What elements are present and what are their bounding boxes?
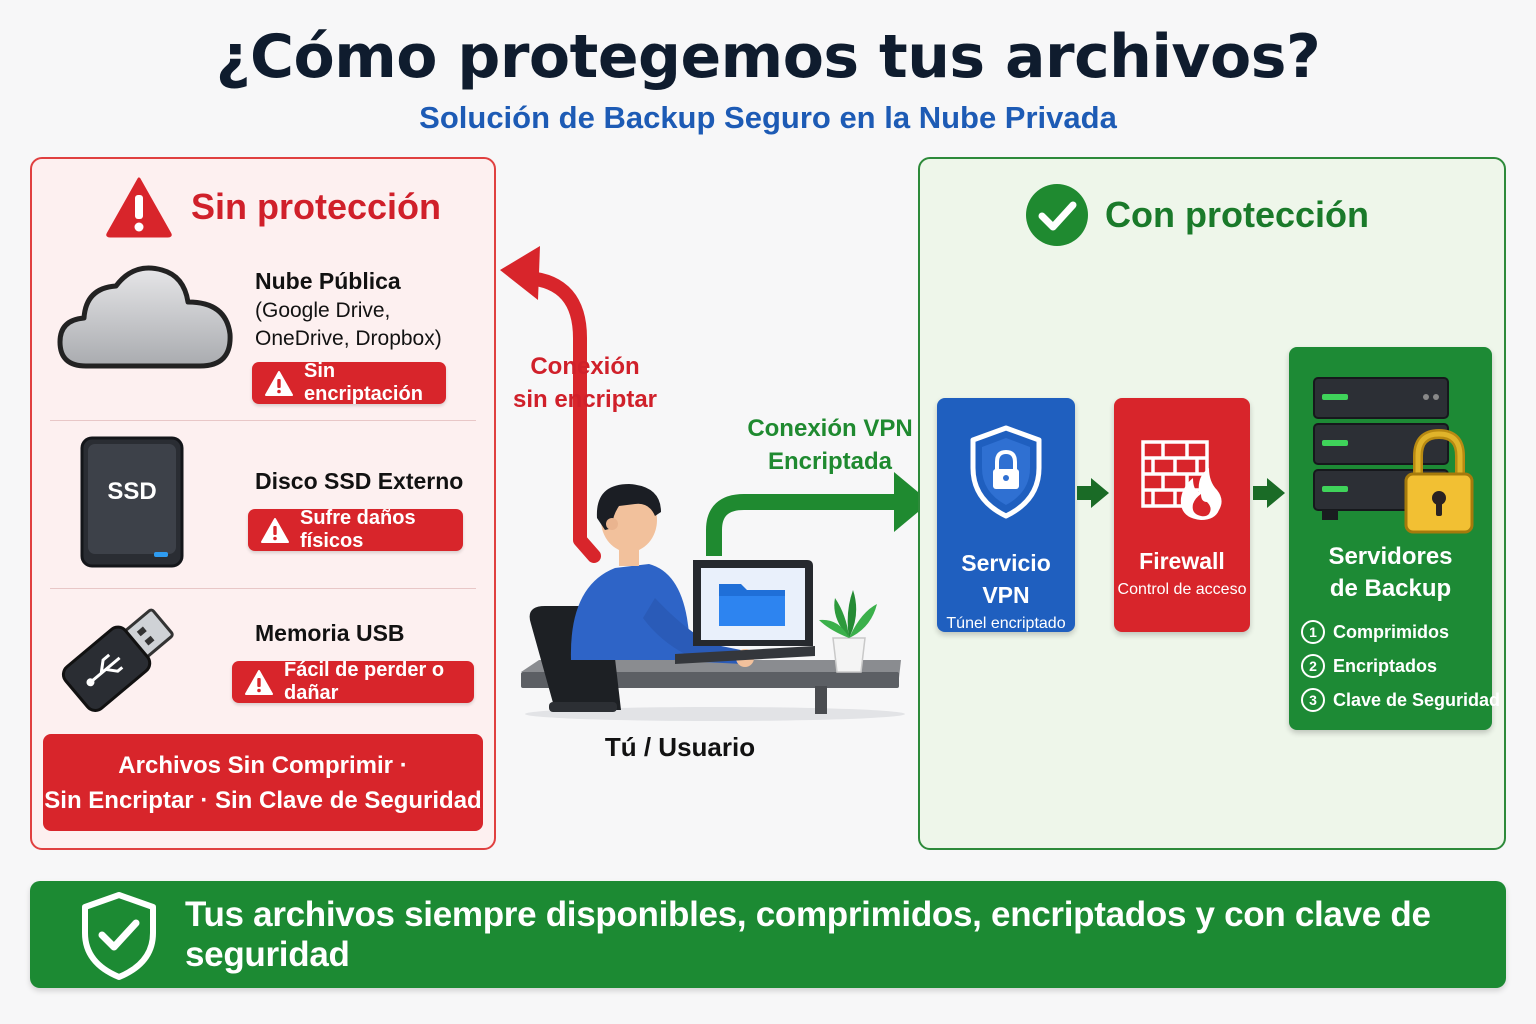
warning-icon (261, 517, 289, 543)
page-title: ¿Cómo protegemos tus archivos? (215, 22, 1321, 92)
red-arrowhead (500, 246, 540, 300)
vpn-service-card: Servicio VPN Túnel encriptado (937, 398, 1075, 632)
green-arrowhead (894, 472, 930, 532)
firewall-card: Firewall Control de acceso (1114, 398, 1250, 632)
firewall-icon (1141, 440, 1222, 520)
vpn-connection-label: Conexión VPN Encriptada (740, 412, 920, 478)
flow-arrow-icon (1077, 478, 1109, 508)
card-title: Firewall (1139, 548, 1225, 574)
unprotected-heading-label: Sin protección (191, 186, 442, 227)
padlock-icon (1404, 428, 1474, 534)
warning-badge: Sufre daños físicos (248, 507, 463, 552)
ssd-label: SSD (107, 478, 157, 505)
item-title-usb: Memoria USB (255, 620, 405, 646)
warning-icon (265, 370, 293, 396)
item-title-public-cloud: Nube Pública (255, 268, 401, 294)
step-item: 1 Comprimidos (1301, 620, 1449, 644)
item-title-ssd: Disco SSD Externo (255, 468, 464, 494)
unencrypted-connection-label: Conexión sin encriptar (505, 350, 665, 416)
warning-icon (106, 177, 172, 238)
label-line: Conexión (530, 353, 640, 380)
label-line: Conexión VPN (747, 415, 913, 442)
protected-heading: Con protección (1025, 180, 1445, 250)
step-label: Clave de Seguridad (1333, 689, 1501, 710)
item-subtitle-line: (Google Drive, (255, 299, 391, 322)
banner-text: Tus archivos siempre disponibles, compri… (185, 894, 1431, 974)
warning-badge: Sin encriptación (252, 360, 446, 405)
user-illustration (521, 484, 905, 721)
backup-servers-title: Servidores de Backup (1289, 541, 1492, 605)
label-line: Encriptada (767, 448, 893, 475)
step-label: Encriptados (1333, 655, 1438, 676)
label-line: sin encriptar (512, 386, 658, 413)
title-line: Servidores (1328, 543, 1453, 570)
step-label: Comprimidos (1333, 621, 1450, 642)
check-circle-icon (1026, 184, 1088, 246)
card-title: Servicio VPN (961, 550, 1051, 608)
title-line: de Backup (1329, 575, 1452, 602)
item-subtitle-line: OneDrive, Dropbox) (255, 327, 442, 350)
badge-label: Sin encriptación (304, 360, 423, 405)
connection-arrows (500, 246, 930, 563)
shield-check-icon (82, 892, 156, 980)
card-subtitle: Túnel encriptado (946, 615, 1066, 632)
badge-label: Fácil de perder o dañar (284, 659, 445, 704)
unprotected-heading: Sin protección (105, 172, 485, 242)
step-item: 2 Encriptados (1301, 654, 1437, 678)
usb-drive-icon (61, 608, 174, 712)
divider (50, 420, 476, 421)
divider (50, 588, 476, 589)
page-subtitle: Solución de Backup Seguro en la Nube Pri… (419, 100, 1117, 135)
card-subtitle: Control de acceso (1117, 581, 1247, 598)
step-number: 1 (1301, 620, 1325, 644)
badge-label: Sufre daños físicos (300, 507, 416, 552)
step-item: 3 Clave de Seguridad (1301, 688, 1500, 712)
bottom-banner (30, 881, 1506, 988)
shield-lock-icon (970, 425, 1042, 519)
protected-heading-label: Con protección (1105, 194, 1370, 235)
summary-line: Sin Encriptar · Sin Clave de Seguridad (44, 786, 482, 814)
warning-badge: Fácil de perder o dañar (232, 659, 474, 704)
unprotected-summary: Archivos Sin Comprimir · Sin Encriptar ·… (43, 734, 483, 831)
user-label: Tú / Usuario (604, 732, 756, 762)
flow-arrow-icon (1253, 478, 1285, 508)
ssd-drive-icon (80, 436, 184, 568)
summary-line: Archivos Sin Comprimir · (118, 751, 408, 779)
step-number: 2 (1301, 654, 1325, 678)
cloud-icon (57, 265, 233, 369)
step-number: 3 (1301, 688, 1325, 712)
warning-icon (245, 669, 273, 695)
